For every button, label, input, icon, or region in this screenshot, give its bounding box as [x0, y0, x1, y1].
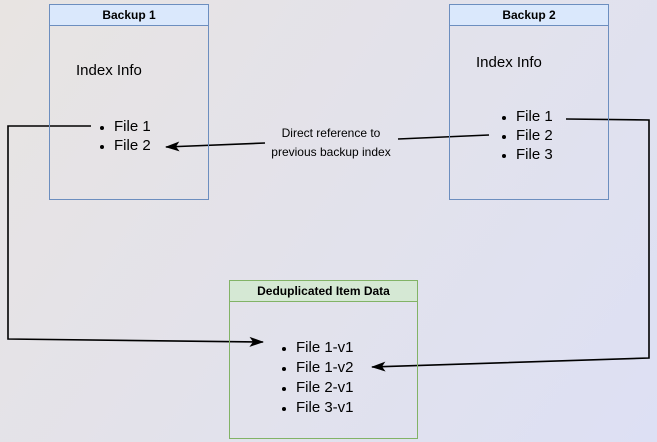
backup2-box: Backup 2 Index Info File 1 File 2 File 3 — [449, 4, 609, 200]
file-item: File 2 — [516, 126, 608, 145]
direct-reference-label-line2: previous backup index — [271, 145, 391, 159]
dedup-title: Deduplicated Item Data — [230, 281, 417, 302]
deduplicated-item-data-box: Deduplicated Item Data File 1-v1 File 1-… — [229, 280, 418, 439]
file-item: File 1-v1 — [296, 338, 417, 358]
backup1-subtitle: Index Info — [76, 62, 142, 79]
file-item: File 3 — [516, 145, 608, 164]
file-item: File 2 — [114, 136, 208, 155]
backup2-subtitle: Index Info — [476, 54, 542, 71]
backup2-title: Backup 2 — [450, 5, 608, 26]
direct-reference-label: Direct reference to previous backup inde… — [238, 124, 424, 162]
file-item: File 3-v1 — [296, 398, 417, 418]
file-item: File 2-v1 — [296, 378, 417, 398]
file-item: File 1-v2 — [296, 358, 417, 378]
file-item: File 1 — [114, 117, 208, 136]
backup1-box: Backup 1 Index Info File 1 File 2 — [49, 4, 209, 200]
file-item: File 1 — [516, 107, 608, 126]
backup2-file-list: File 1 File 2 File 3 — [450, 107, 608, 164]
dedup-file-list: File 1-v1 File 1-v2 File 2-v1 File 3-v1 — [230, 338, 417, 418]
direct-reference-label-line1: Direct reference to — [281, 126, 381, 140]
backup1-file-list: File 1 File 2 — [50, 117, 208, 155]
backup1-title: Backup 1 — [50, 5, 208, 26]
